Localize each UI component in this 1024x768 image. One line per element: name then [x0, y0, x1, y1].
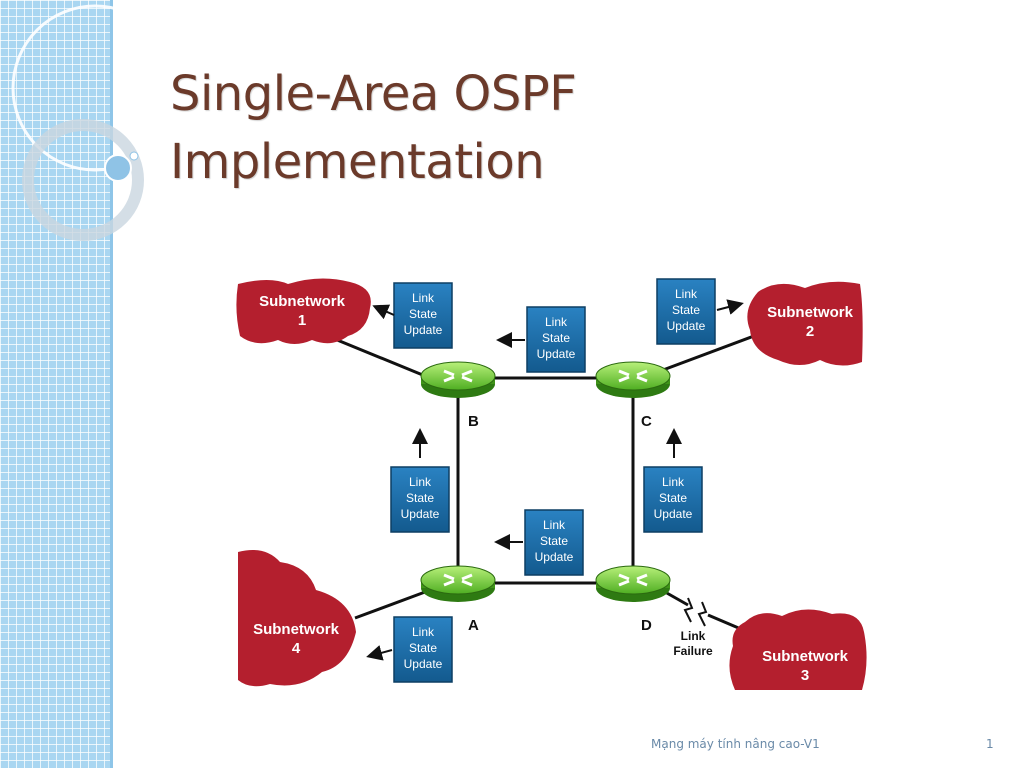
lsu-box-2: Link State Update: [526, 306, 586, 373]
svg-text:State: State: [409, 307, 437, 321]
subnetwork-2-label: Subnetwork: [767, 304, 853, 321]
router-b: [420, 361, 496, 398]
decorative-circles: [11, 4, 170, 241]
svg-text:Link: Link: [545, 315, 568, 329]
svg-text:Update: Update: [654, 507, 693, 521]
subnetwork-1-label: Subnetwork: [259, 293, 345, 310]
slide-footer: Mạng máy tính nâng cao-V1: [651, 737, 820, 751]
arrow-left-icon: [372, 304, 395, 320]
svg-text:Link: Link: [662, 475, 685, 489]
subnetwork-3-cloud: Subnetwork 3: [729, 609, 867, 690]
title-line-2: Implementation: [170, 134, 545, 190]
svg-text:State: State: [406, 491, 434, 505]
subnetwork-1-number: 1: [298, 312, 306, 329]
router-a: [420, 565, 496, 602]
link-failure-lightning-icon: [683, 597, 708, 627]
subnetwork-3-label: Subnetwork: [762, 648, 848, 665]
lsu-box-1: Link State Update: [393, 282, 453, 349]
flow-arrows: [366, 299, 744, 661]
subnetwork-1-cloud: Subnetwork 1: [236, 278, 371, 344]
ospf-diagram: Subnetwork 1 Subnetwork 2 Subnetwork 3 S…: [236, 278, 867, 690]
router-arrows-icon: [618, 573, 648, 587]
lsu-box-3: Link State Update: [656, 278, 716, 345]
svg-text:Update: Update: [537, 347, 576, 361]
subnetwork-4-label: Subnetwork: [253, 621, 339, 638]
router-a-label: A: [468, 617, 479, 634]
sidebar-edge: [110, 0, 113, 768]
router-d-label: D: [641, 617, 652, 634]
slide-title: Single-Area OSPF Implementation: [170, 60, 577, 196]
svg-text:State: State: [672, 303, 700, 317]
lsu-box-4: Link State Update: [390, 466, 450, 533]
arrow-right-icon: [716, 299, 744, 315]
title-line-1: Single-Area OSPF: [170, 66, 577, 122]
svg-text:Link: Link: [409, 475, 432, 489]
router-arrows-icon: [443, 573, 473, 587]
arrow-left-icon: [366, 645, 393, 661]
svg-text:Update: Update: [404, 323, 443, 337]
router-c-label: C: [641, 413, 652, 430]
lsu-box-6: Link State Update: [524, 509, 584, 576]
slide-page-number: 1: [986, 737, 994, 751]
subnetwork-2-number: 2: [806, 323, 814, 340]
router-c: [595, 361, 671, 398]
subnetwork-4-cloud: Subnetwork 4: [238, 549, 356, 687]
lsu-box-7: Link State Update: [393, 616, 453, 683]
svg-text:State: State: [540, 534, 568, 548]
subnetwork-4-number: 4: [292, 640, 301, 657]
subnetwork-3-number: 3: [801, 667, 809, 684]
svg-text:Link: Link: [675, 287, 698, 301]
svg-text:Update: Update: [667, 319, 706, 333]
svg-text:Link: Link: [543, 518, 566, 532]
link-failure-label-2: Failure: [673, 644, 713, 658]
svg-text:Link: Link: [412, 625, 435, 639]
svg-text:Link: Link: [412, 291, 435, 305]
svg-text:Update: Update: [535, 550, 574, 564]
router-arrows-icon: [443, 369, 473, 383]
svg-text:State: State: [542, 331, 570, 345]
router-arrows-icon: [618, 369, 648, 383]
router-b-label: B: [468, 413, 479, 430]
svg-text:State: State: [659, 491, 687, 505]
svg-text:Update: Update: [404, 657, 443, 671]
link-failure-label-1: Link: [681, 629, 706, 643]
subnetwork-2-cloud: Subnetwork 2: [747, 281, 863, 366]
svg-text:Update: Update: [401, 507, 440, 521]
router-d: [595, 565, 671, 602]
svg-text:State: State: [409, 641, 437, 655]
link-b-subnet1: [324, 333, 431, 380]
link-a-subnet4: [354, 590, 426, 620]
lsu-box-5: Link State Update: [643, 466, 703, 533]
